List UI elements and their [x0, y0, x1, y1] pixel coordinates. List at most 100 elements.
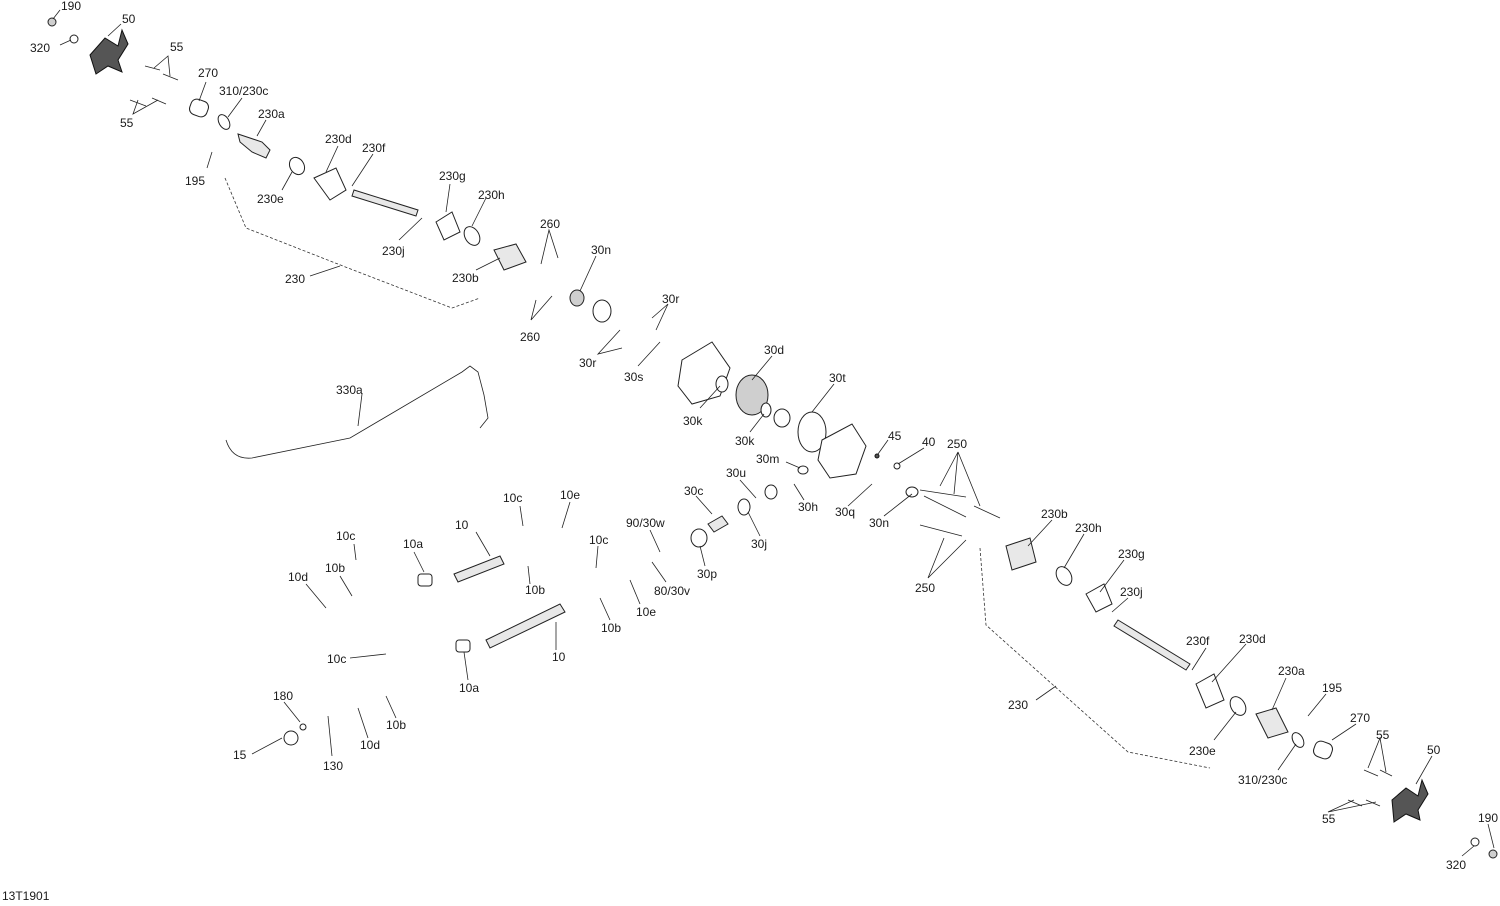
label-320: 320 — [1446, 858, 1466, 872]
joint-230a-upper — [237, 133, 271, 159]
label-230b: 230b — [1041, 507, 1068, 521]
label-55: 55 — [1322, 812, 1336, 826]
shaft-230-lower — [1113, 619, 1191, 671]
shim-30j — [737, 498, 751, 516]
label-10: 10 — [552, 650, 566, 664]
differential-housing — [817, 423, 867, 479]
pinion-30c — [707, 515, 729, 533]
brake-line-330a — [225, 365, 489, 459]
label-30t: 30t — [829, 371, 846, 385]
bolt-250-a — [919, 489, 967, 498]
label-10d: 10d — [288, 570, 308, 584]
label-230: 230 — [285, 272, 305, 286]
boot-230d-lower — [1195, 673, 1225, 709]
wheel-hub-50-upper — [89, 28, 129, 75]
shim-30k-b — [760, 402, 772, 418]
label-40: 40 — [922, 435, 936, 449]
label-250: 250 — [947, 437, 967, 451]
propeller-shaft-10-upper — [453, 555, 505, 583]
nut-190-upper — [47, 17, 57, 27]
seal-30n-lower — [905, 486, 919, 498]
plug-45 — [874, 453, 880, 459]
o-ring-30m — [797, 465, 809, 475]
label-10d: 10d — [360, 738, 380, 752]
label-55: 55 — [120, 116, 134, 130]
label-15: 15 — [233, 748, 247, 762]
seal-30n-upper — [569, 289, 585, 307]
bolt-250-b — [923, 495, 967, 518]
bearing-270-upper — [188, 98, 210, 118]
label-10c: 10c — [589, 533, 608, 547]
label-10b: 10b — [525, 583, 545, 597]
label-310-230c: 310/230c — [219, 84, 268, 98]
stud-55-b — [162, 73, 179, 81]
bearing-30 — [764, 484, 778, 500]
label-260: 260 — [520, 330, 540, 344]
bearing-30p — [690, 528, 708, 548]
label-320: 320 — [30, 41, 50, 55]
label-230e: 230e — [1189, 744, 1216, 758]
bearing-270-lower — [1312, 740, 1334, 760]
label-10b: 10b — [325, 561, 345, 575]
label-230d: 230d — [325, 132, 352, 146]
label-190: 190 — [61, 0, 81, 13]
label-230a: 230a — [1278, 664, 1305, 678]
label-55: 55 — [170, 40, 184, 54]
label-270: 270 — [198, 66, 218, 80]
boot-230d-upper — [313, 167, 347, 201]
stud-55-c — [129, 99, 147, 107]
label-50: 50 — [122, 12, 136, 26]
label-230j: 230j — [382, 244, 405, 258]
ring-310-lower — [1291, 732, 1305, 748]
label-30n: 30n — [591, 243, 611, 257]
label-10c: 10c — [327, 652, 346, 666]
label-10b: 10b — [601, 621, 621, 635]
label-230: 230 — [1008, 698, 1028, 712]
label-270: 270 — [1350, 711, 1370, 725]
label-10e: 10e — [636, 605, 656, 619]
label-330a: 330a — [336, 383, 363, 397]
bolt-250-d — [973, 505, 1001, 519]
assembly-brackets — [224, 177, 1211, 769]
label-30r: 30r — [662, 292, 679, 306]
ring-gear-30d — [735, 374, 769, 416]
seal-15 — [283, 730, 299, 746]
coupler-10a-lower — [455, 639, 471, 653]
label-230e: 230e — [257, 192, 284, 206]
label-30h: 30h — [798, 500, 818, 514]
bracket-230-lower — [979, 547, 1211, 769]
label-30u: 30u — [726, 466, 746, 480]
label-250: 250 — [915, 581, 935, 595]
coupler-10a-upper — [417, 573, 433, 587]
bearing-30-mid — [773, 408, 791, 428]
label-30k: 30k — [735, 434, 755, 448]
label-195: 195 — [1322, 681, 1342, 695]
bearing-30-upper — [592, 299, 612, 323]
leader-lines — [52, 9, 1495, 857]
label-10a: 10a — [403, 537, 423, 551]
label-10: 10 — [455, 518, 469, 532]
label-30n: 30n — [869, 516, 889, 530]
label-30p: 30p — [697, 567, 717, 581]
label-45: 45 — [888, 429, 902, 443]
shim-30k-a — [715, 375, 729, 393]
stud-55-f — [1379, 769, 1393, 777]
label-230f: 230f — [362, 141, 386, 155]
clamp-230h-lower — [1055, 566, 1073, 586]
wheel-hub-50-lower — [1391, 778, 1429, 823]
label-230f: 230f — [1186, 634, 1210, 648]
label-30k: 30k — [683, 414, 703, 428]
part-180 — [299, 723, 307, 731]
clamp-230h-upper — [463, 226, 481, 246]
clamp-230e-lower — [1229, 696, 1247, 716]
label-10c: 10c — [336, 529, 355, 543]
ring-310-upper — [217, 114, 231, 130]
label-230d: 230d — [1239, 632, 1266, 646]
label-10c: 10c — [503, 491, 522, 505]
label-30c: 30c — [684, 484, 703, 498]
label-10e: 10e — [560, 488, 580, 502]
stud-55-a — [144, 65, 161, 71]
screw-40 — [893, 462, 901, 470]
